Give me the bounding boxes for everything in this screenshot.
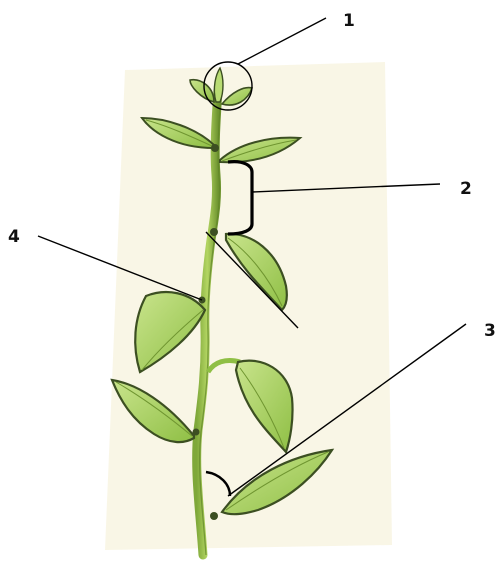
- label-4: 4: [8, 227, 20, 247]
- label-2: 2: [460, 179, 472, 199]
- label-1: 1: [343, 11, 355, 31]
- node-lower: [193, 429, 200, 436]
- node-upper: [211, 144, 219, 152]
- label-3: 3: [484, 321, 496, 341]
- node-middle: [210, 228, 218, 236]
- node-bottom: [210, 512, 218, 520]
- label-1-leader: [238, 18, 326, 64]
